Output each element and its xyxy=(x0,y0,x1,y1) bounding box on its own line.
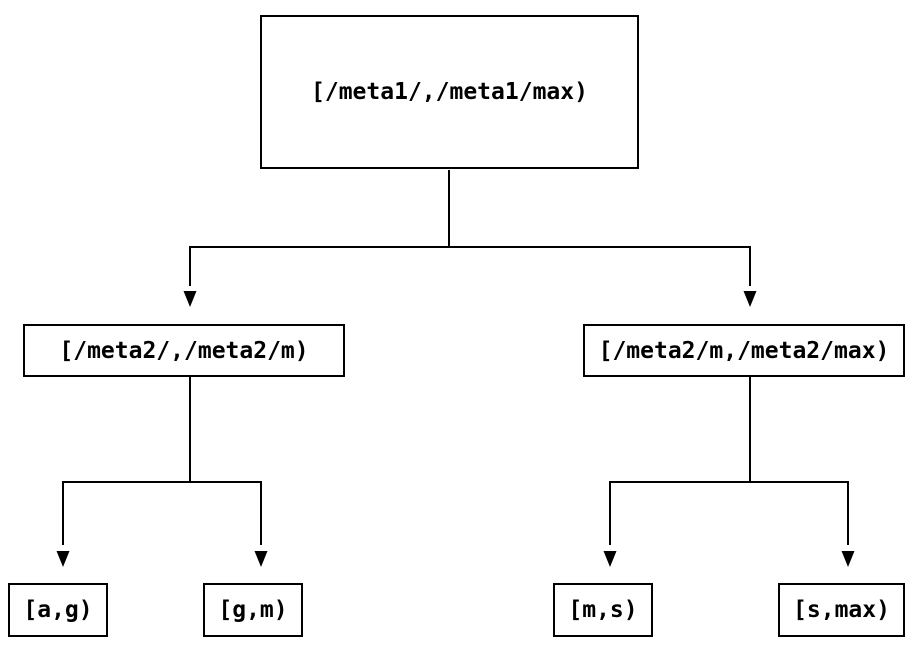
arrowhead-down-icon xyxy=(743,291,757,307)
node-root: [/meta1/,/meta1/max) xyxy=(260,15,639,169)
connector-meta2-right-children xyxy=(603,377,855,567)
arrowhead-down-icon xyxy=(183,291,197,307)
node-leaf-ms: [m,s) xyxy=(553,583,653,637)
node-leaf-ag-label: [a,g) xyxy=(23,597,93,623)
node-meta2-right: [/meta2/m,/meta2/max) xyxy=(583,324,905,377)
node-meta2-left: [/meta2/,/meta2/m) xyxy=(23,324,345,377)
node-leaf-ms-label: [m,s) xyxy=(568,597,638,623)
arrowhead-down-icon xyxy=(254,551,268,567)
arrowhead-down-icon xyxy=(603,551,617,567)
connector-root-children xyxy=(183,170,757,307)
node-root-label: [/meta1/,/meta1/max) xyxy=(311,79,588,105)
node-leaf-gm-label: [g,m) xyxy=(218,597,288,623)
node-meta2-left-label: [/meta2/,/meta2/m) xyxy=(59,337,309,364)
connector-meta2-left-children xyxy=(56,377,268,567)
node-leaf-gm: [g,m) xyxy=(203,583,303,637)
node-leaf-smax-label: [s,max) xyxy=(793,597,890,623)
arrowhead-down-icon xyxy=(841,551,855,567)
node-leaf-ag: [a,g) xyxy=(8,583,108,637)
node-leaf-smax: [s,max) xyxy=(778,583,905,637)
node-meta2-right-label: [/meta2/m,/meta2/max) xyxy=(598,337,890,364)
arrowhead-down-icon xyxy=(56,551,70,567)
